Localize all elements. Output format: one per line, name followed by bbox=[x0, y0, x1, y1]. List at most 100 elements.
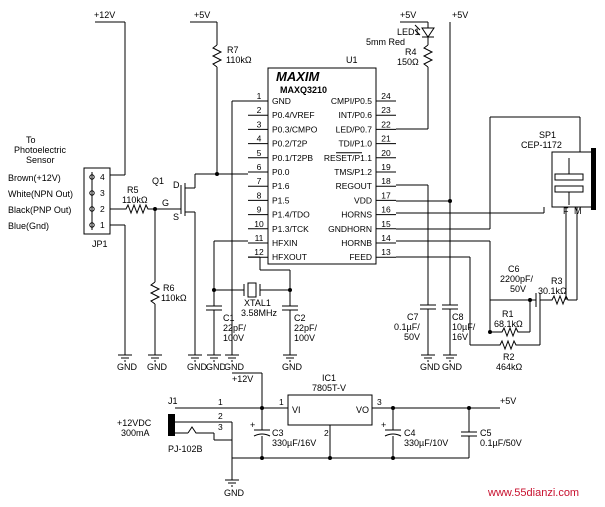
ic-left-pin-number: 8 bbox=[257, 190, 262, 200]
rail-5v-out-label: +5V bbox=[500, 396, 516, 406]
c3-plus: + bbox=[250, 420, 255, 430]
gnd-symbol: GND bbox=[117, 354, 138, 372]
ic-left-pin-number: 10 bbox=[254, 219, 264, 229]
ic-left-pin-number: 5 bbox=[257, 148, 262, 158]
ic-right-pin-number: 14 bbox=[381, 233, 391, 243]
gnd-symbol: GND bbox=[206, 354, 227, 372]
r5-ref: R5 bbox=[127, 185, 139, 195]
sensor-title-3: Sensor bbox=[26, 155, 55, 165]
jack-part: PJ-102B bbox=[168, 444, 203, 454]
led-value: 5mm Red bbox=[366, 37, 405, 47]
jp1-pin-4: 4 bbox=[100, 172, 105, 182]
r2-value: 464kΩ bbox=[496, 362, 523, 372]
ic-right-pin-number: 19 bbox=[381, 162, 391, 172]
j1-ref: J1 bbox=[168, 396, 178, 406]
r4-ref: R4 bbox=[405, 47, 417, 57]
rail-5v-c8-label: +5V bbox=[452, 10, 468, 20]
ic-left-pin-number: 2 bbox=[257, 105, 262, 115]
wire-label-black: Black(PNP Out) bbox=[8, 205, 71, 215]
c5-value: 0.1µF/50V bbox=[480, 438, 522, 448]
j1-pin-1: 1 bbox=[218, 397, 223, 407]
ic-left-pin-name: P0.3/CMPO bbox=[272, 124, 318, 134]
ic-left-pin-number: 3 bbox=[257, 119, 262, 129]
capacitor-c8: C8 10µF/ 16V bbox=[442, 304, 476, 342]
ic-right-pin-number: 13 bbox=[381, 247, 391, 257]
capacitor-c4: + C4 330µF/10V bbox=[381, 420, 448, 448]
ic-right-pin-name: HORNB bbox=[341, 238, 372, 248]
c2-value-1: 22pF/ bbox=[294, 323, 318, 333]
c4-plus: + bbox=[381, 420, 386, 430]
c8-value-1: 10µF/ bbox=[452, 322, 476, 332]
c1-ref: C1 bbox=[223, 313, 235, 323]
gnd-symbol: GND bbox=[187, 354, 208, 372]
ic-left-pin-name: P0.1/T2PB bbox=[272, 153, 313, 163]
ic-left-pin-name: HFXIN bbox=[272, 238, 298, 248]
resistor-r3: R3 30.1kΩ bbox=[538, 276, 577, 306]
ic1-part: 7805T-V bbox=[312, 383, 346, 393]
gnd-label: GND bbox=[117, 362, 138, 372]
ic-right-pin-name: HORNS bbox=[341, 210, 372, 220]
xtal1-ref: XTAL1 bbox=[244, 298, 271, 308]
ic-left-pin-number: 11 bbox=[255, 233, 264, 243]
ic-right-pin-name: INT/P0.6 bbox=[338, 110, 372, 120]
ic-right-pin-name: CMPI/P0.5 bbox=[331, 96, 372, 106]
u1-ref: U1 bbox=[346, 55, 358, 65]
u1-part: MAXQ3210 bbox=[280, 85, 327, 95]
c7-value-2: 50V bbox=[404, 332, 420, 342]
c7-ref: C7 bbox=[407, 312, 419, 322]
r2-ref: R2 bbox=[503, 352, 515, 362]
rail-12v-sensor: +12V bbox=[94, 10, 126, 176]
c8-value-2: 16V bbox=[452, 332, 468, 342]
ic-right-pin-number: 21 bbox=[381, 134, 391, 144]
jp1-pin-1: 1 bbox=[100, 220, 105, 230]
ic-left-pin-number: 12 bbox=[254, 247, 264, 257]
r6-ref: R6 bbox=[163, 283, 175, 293]
r5-value: 110kΩ bbox=[122, 195, 148, 205]
ic-left-pin-number: 9 bbox=[257, 205, 262, 215]
supply-voltage: +12VDC bbox=[117, 418, 152, 428]
ic1-pin-2: 2 bbox=[324, 428, 329, 438]
capacitor-c7: C7 0.1µF/ 50V bbox=[394, 304, 436, 342]
speaker-sp1: SP1 CEP-1172 F M bbox=[521, 130, 596, 216]
gnd-symbol: GND bbox=[420, 354, 441, 372]
sp1-ref: SP1 bbox=[539, 130, 556, 140]
resistor-r2: R2 464kΩ bbox=[490, 339, 540, 372]
j1-pin-2: 2 bbox=[218, 411, 223, 421]
q1-gate: G bbox=[162, 198, 169, 208]
c6-value-2: 50V bbox=[510, 284, 526, 294]
wire-label-white: White(NPN Out) bbox=[8, 189, 73, 199]
jack-j1: J1 1 2 3 +12VDC 300mA PJ-102B bbox=[117, 396, 262, 454]
resistor-r5: R5 110kΩ bbox=[122, 185, 155, 215]
r7-value: 110kΩ bbox=[226, 55, 252, 65]
ic-right-pin-number: 20 bbox=[381, 148, 391, 158]
ic-left-pin-name: HFXOUT bbox=[272, 252, 307, 262]
ic-u1: U1 MAXIM MAXQ3210 bbox=[267, 55, 377, 265]
r7-ref: R7 bbox=[227, 45, 239, 55]
supply-current: 300mA bbox=[121, 428, 150, 438]
ic-right-pin-name: TDI/P1.0 bbox=[338, 139, 372, 149]
ic-right-pin-number: 23 bbox=[381, 105, 391, 115]
ic-left-pin-name: P0.4/VREF bbox=[272, 110, 315, 120]
rail-12v-regulator: +12V bbox=[232, 372, 263, 408]
sp1-pin-m: M bbox=[574, 206, 582, 216]
jp1-ref: JP1 bbox=[92, 239, 108, 249]
q1-ref: Q1 bbox=[152, 176, 164, 186]
xtal1-value: 3.58MHz bbox=[241, 308, 278, 318]
c4-ref: C4 bbox=[404, 428, 416, 438]
led-1: LED1 5mm Red bbox=[366, 24, 435, 47]
ic-left-pin-number: 6 bbox=[257, 162, 262, 172]
ic1-pin-3: 3 bbox=[377, 397, 382, 407]
ic-right-pin-number: 18 bbox=[381, 176, 391, 186]
led-ref: LED1 bbox=[397, 27, 420, 37]
c1-value-2: 100V bbox=[223, 333, 244, 343]
ic-right-pin-name: GNDHORN bbox=[328, 224, 372, 234]
gnd-symbol-regulator: GND bbox=[224, 478, 245, 498]
c4-value: 330µF/10V bbox=[404, 438, 448, 448]
ic1-pin-1: 1 bbox=[279, 397, 284, 407]
ic-left-pin-name: P1.5 bbox=[272, 195, 290, 205]
ic-right-pin-number: 15 bbox=[381, 219, 391, 229]
q1-drain: D bbox=[173, 180, 180, 190]
ic-right-pin-name: VDD bbox=[354, 195, 372, 205]
